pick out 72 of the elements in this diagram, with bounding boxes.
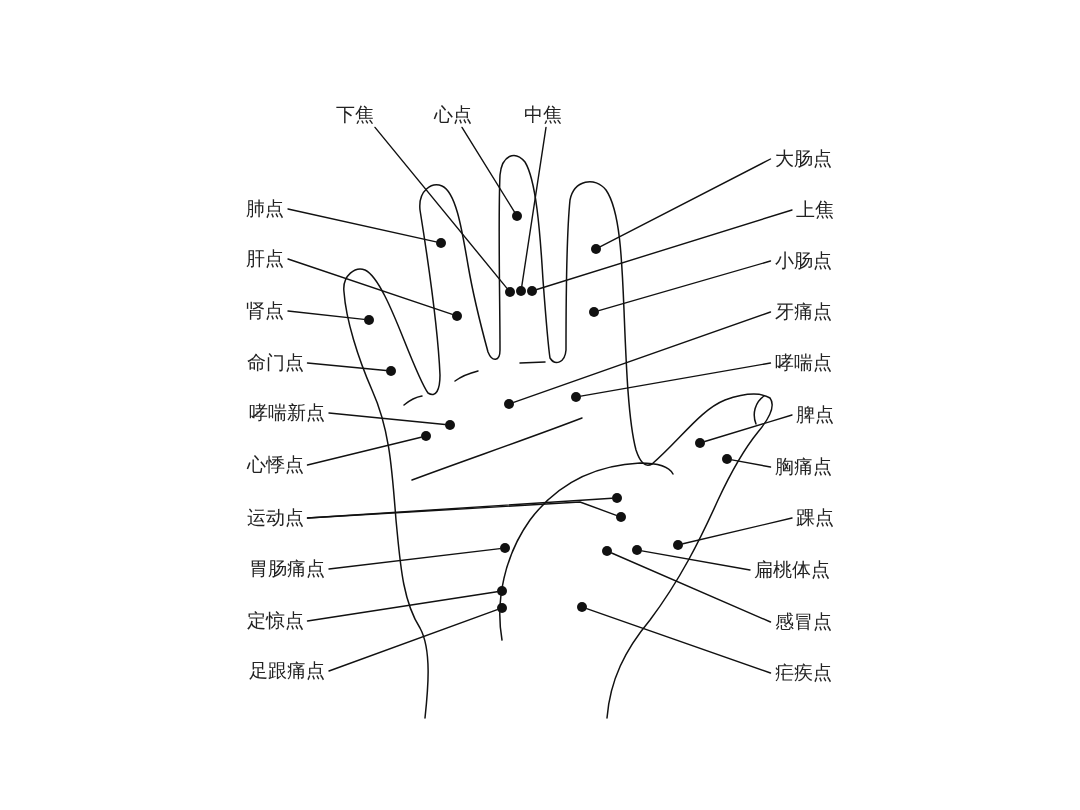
- point-label: 胸痛点: [774, 455, 832, 477]
- leader-line: [704, 414, 793, 443]
- point-label: 心点: [434, 103, 472, 125]
- acupoint-dot: [722, 454, 732, 464]
- acupoint-dot: [602, 546, 612, 556]
- point-label: 小肠点: [774, 249, 832, 271]
- leader-line: [586, 608, 772, 674]
- point-label: 下焦: [336, 103, 374, 125]
- acupoint-dot: [632, 545, 642, 555]
- leader-line: [536, 209, 793, 291]
- acupoint-dot: [695, 438, 705, 448]
- acupoint-dot: [386, 366, 396, 376]
- acupoint-dot: [612, 493, 622, 503]
- leader-line: [306, 362, 387, 372]
- acupoint-dot: [589, 307, 599, 317]
- acupoint-dot: [497, 586, 507, 596]
- leader-line: [513, 311, 772, 403]
- point-label: 胃肠痛点: [249, 557, 325, 579]
- leader-line: [599, 158, 772, 248]
- acupoint-dot: [527, 286, 537, 296]
- acupoint-dot: [505, 287, 515, 297]
- leader-line: [374, 126, 508, 289]
- point-label: 肺点: [246, 197, 284, 219]
- leader-line: [287, 258, 453, 316]
- leader-line: [521, 126, 547, 287]
- leader-line: [682, 517, 793, 545]
- acupoint-dot: [571, 392, 581, 402]
- acupoint-dot: [616, 512, 626, 522]
- point-label: 中焦: [524, 103, 562, 125]
- acupoint-dot: [497, 603, 507, 613]
- point-label: 哮喘新点: [249, 401, 325, 423]
- leader-line: [461, 126, 516, 213]
- point-label: 踝点: [796, 506, 834, 528]
- leader-line: [328, 412, 446, 426]
- leader-line: [306, 436, 422, 466]
- point-label: 感冒点: [774, 610, 832, 632]
- acupoint-dot: [436, 238, 446, 248]
- point-label: 牙痛点: [774, 300, 832, 322]
- point-label: 命门点: [246, 351, 304, 373]
- point-label: 哮喘点: [774, 351, 832, 373]
- leader-line: [287, 208, 437, 243]
- acupoint-dot: [452, 311, 462, 321]
- leader-line: [610, 552, 772, 623]
- acupoint-dot: [512, 211, 522, 221]
- point-label: 上焦: [796, 198, 834, 220]
- acupoint-dot: [445, 420, 455, 430]
- leader-line: [328, 547, 501, 570]
- point-label: 扁桃体点: [754, 558, 830, 580]
- point-label: 疟疾点: [774, 661, 832, 683]
- leader-line: [328, 609, 498, 672]
- leader-line: [598, 260, 772, 312]
- leader-line: [580, 362, 772, 397]
- point-label: 大肠点: [774, 147, 832, 169]
- acupoint-dot: [421, 431, 431, 441]
- acupoint-dot: [591, 244, 601, 254]
- point-label: 心悸点: [246, 453, 304, 475]
- point-label: 肝点: [246, 247, 284, 269]
- point-label: 肾点: [246, 299, 284, 321]
- point-label: 足跟痛点: [249, 659, 325, 681]
- leader-line: [287, 310, 365, 321]
- point-label: 运动点: [246, 506, 304, 528]
- acupoint-dot: [504, 399, 514, 409]
- leader-line: [306, 591, 498, 622]
- acupoint-dot: [673, 540, 683, 550]
- acupoint-dot: [516, 286, 526, 296]
- leader-line: [641, 550, 751, 571]
- acupoint-dot: [364, 315, 374, 325]
- point-label: 定惊点: [246, 609, 304, 631]
- acupoint-dot: [577, 602, 587, 612]
- acupoint-dot: [500, 543, 510, 553]
- leader-line: [731, 459, 772, 468]
- point-label: 脾点: [796, 403, 834, 425]
